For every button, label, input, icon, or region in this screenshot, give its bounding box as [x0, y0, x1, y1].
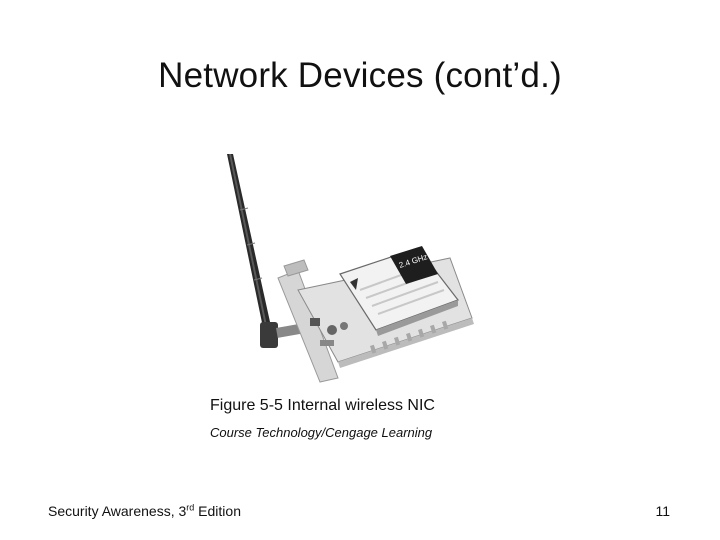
wireless-nic-figure: 2.4 GHz: [200, 150, 490, 390]
footer-superscript: rd: [186, 502, 195, 513]
slide-title: Network Devices (cont’d.): [158, 56, 562, 95]
footer-suffix: Edition: [194, 503, 241, 519]
page-number: 11: [655, 503, 670, 519]
figure-credit: Course Technology/Cengage Learning: [210, 425, 433, 440]
wireless-nic-image: 2.4 GHz: [227, 154, 474, 383]
footer-course-title: Security Awareness, 3rd Edition: [48, 503, 241, 519]
footer-prefix: Security Awareness, 3: [48, 503, 187, 519]
figure-caption: Figure 5-5 Internal wireless NIC: [210, 397, 435, 414]
